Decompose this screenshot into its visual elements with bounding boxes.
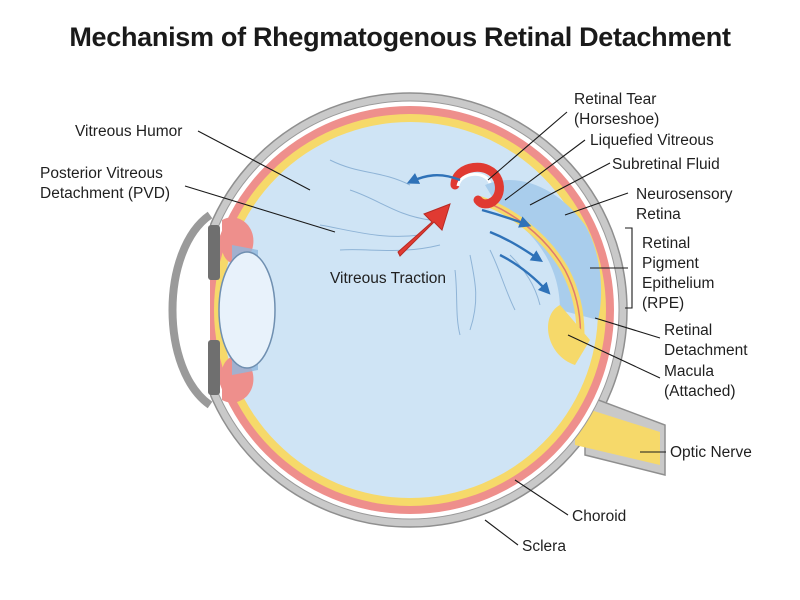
label-rpe-line2: Pigment [642,255,700,272]
label-vitreous-humor: Vitreous Humor [75,123,182,140]
detached-retina-edge [479,199,582,346]
label-neuro-line2: Retina [636,206,681,223]
label-macula-line1: Macula [664,363,714,380]
label-pvd-line2: Detachment (PVD) [40,185,170,202]
vitreous-fibrils [319,159,541,336]
leader-lines [184,111,666,546]
label-choroid: Choroid [572,508,626,525]
vitreous-traction-arrow [397,203,451,257]
label-sclera: Sclera [522,538,566,555]
label-neuro-line1: Neurosensory [636,186,733,203]
vitreous-body [222,122,598,498]
iris-lower [208,340,220,395]
label-pvd-line1: Posterior Vitreous [40,165,163,182]
label-liquefied-vitreous: Liquefied Vitreous [590,132,714,149]
iris-upper [208,225,220,280]
label-vitreous-traction: Vitreous Traction [330,270,446,287]
label-subretinal-fluid: Subretinal Fluid [612,156,720,173]
label-tear-line2: (Horseshoe) [574,111,659,128]
page-title: Mechanism of Rhegmatogenous Retinal Deta… [69,22,731,52]
label-rpe-line3: Epithelium [642,275,714,292]
cornea [168,211,213,409]
fluid-flow-arrows [406,173,551,295]
label-detach-line1: Retinal [664,322,712,339]
optic-nerve [575,405,660,465]
retinal-tear [450,162,504,209]
label-macula-line2: (Attached) [664,383,736,400]
lens [218,251,276,369]
label-optic-nerve: Optic Nerve [670,444,752,461]
label-detach-line2: Detachment [664,342,748,359]
label-tear-line1: Retinal Tear [574,91,656,108]
label-rpe-line4: (RPE) [642,295,684,312]
label-rpe-line1: Retinal [642,235,690,252]
